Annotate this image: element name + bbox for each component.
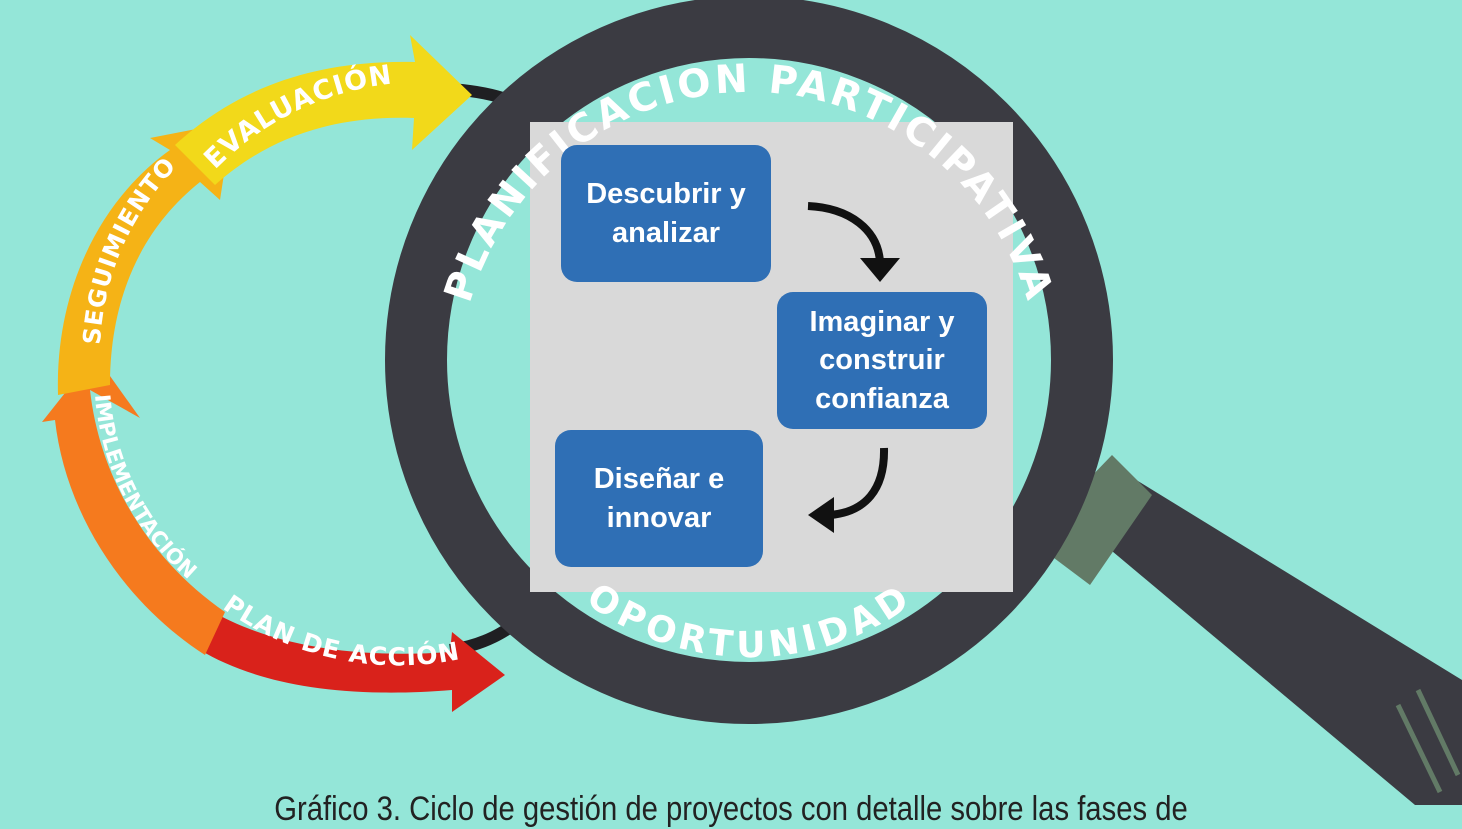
phase-box-imaginar: Imaginar y construir confianza: [777, 292, 987, 429]
handle-collar: [1030, 455, 1152, 585]
flow-arrow-1: [807, 202, 900, 282]
implementacion-arrow: [42, 355, 225, 655]
figure-caption: Gráfico 3. Ciclo de gestión de proyectos…: [274, 790, 1188, 828]
magnifier-handle: [1030, 455, 1462, 805]
evaluacion-arrow: [175, 35, 472, 185]
phase-box-disenar: Diseñar e innovar: [555, 430, 763, 567]
flow-arrow-2: [808, 447, 889, 533]
handle-body: [1075, 470, 1462, 805]
handle-groove-2: [1415, 688, 1461, 777]
handle-groove-1: [1395, 703, 1443, 794]
lens-ring: [385, 0, 1113, 724]
seguimiento-arrow: [57, 122, 232, 395]
plan-de-accion-arrow: [200, 610, 505, 712]
phase-box-descubrir: Descubrir y analizar: [561, 145, 771, 282]
